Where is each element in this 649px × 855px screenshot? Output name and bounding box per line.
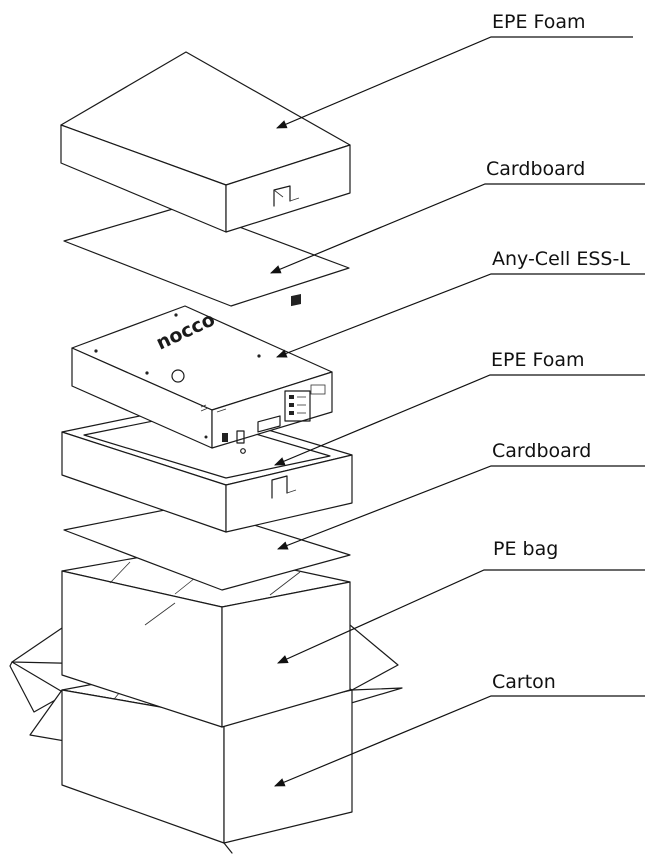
label-cardboard-top: Cardboard (486, 158, 585, 180)
cardboard-bottom-illustration (63, 504, 351, 591)
label-epe-foam-bottom: EPE Foam (491, 349, 585, 371)
part-labels: EPE Foam Cardboard Any-Cell ESS-L EPE Fo… (486, 11, 630, 693)
label-cardboard-bottom: Cardboard (492, 440, 591, 462)
pe-bag-illustration (61, 547, 351, 728)
label-carton: Carton (492, 671, 556, 693)
label-any-cell-ess-l: Any-Cell ESS-L (492, 248, 630, 270)
leader-lines (270, 36, 645, 787)
epe-foam-top-illustration (60, 51, 351, 233)
any-cell-ess-l-device: nocco (71, 294, 333, 454)
label-epe-foam-top: EPE Foam (492, 11, 586, 33)
label-pe-bag: PE bag (493, 538, 558, 560)
cardboard-top-illustration (63, 205, 350, 307)
